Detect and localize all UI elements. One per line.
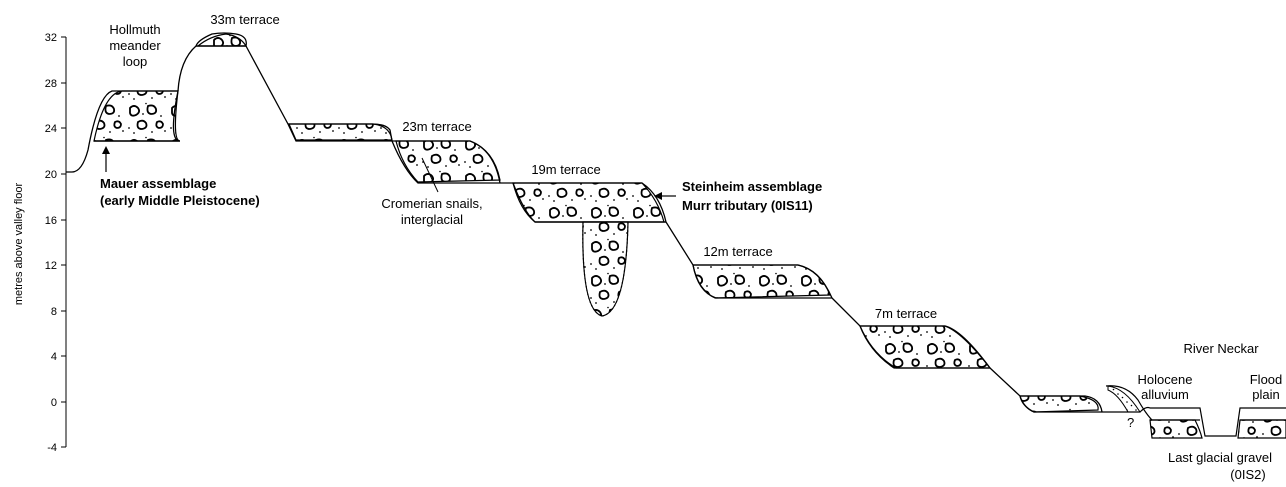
y-tick-label: 28	[45, 78, 57, 90]
steinheim-assemblage-label: Steinheim assemblage	[682, 179, 822, 194]
y-tick-label: 24	[45, 123, 57, 135]
hollmuth-label-line3: loop	[123, 54, 148, 69]
holocene-alluvium-lens	[1107, 385, 1141, 413]
y-tick-label: -4	[47, 442, 57, 454]
y-tick-label: 20	[45, 169, 57, 181]
last-glacial-gravel-right	[1237, 419, 1286, 439]
mauer-age-label: (early Middle Pleistocene)	[100, 193, 260, 208]
7m-terrace-gravel-body	[859, 325, 992, 369]
flood-plain-label-line1: Flood	[1250, 372, 1283, 387]
labels: Hollmuth meander loop 33m terrace 23m te…	[100, 12, 1282, 482]
33m-terrace-gravel-body	[196, 33, 248, 47]
y-axis-title: metres above valley floor	[13, 183, 25, 306]
y-tick-label: 8	[51, 306, 57, 318]
last-glacial-gravel-left	[1149, 419, 1203, 439]
33m-terrace-label: 33m terrace	[210, 12, 279, 27]
holocene-label-line1: Holocene	[1138, 372, 1193, 387]
lowest-bench-gravel-body	[1019, 395, 1099, 413]
floodplain-profile	[1139, 406, 1286, 437]
last-glacial-label-line2: (0IS2)	[1230, 467, 1265, 482]
7m-terrace-label: 7m terrace	[875, 306, 937, 321]
annotation-arrows	[102, 146, 676, 200]
steinheim-tributary-label: Murr tributary (0IS11)	[682, 198, 813, 213]
y-tick-label: 12	[45, 260, 57, 272]
19m-terrace-label: 19m terrace	[531, 162, 600, 177]
19m-terrace-gravel-body	[512, 182, 665, 223]
y-tick-label: 0	[51, 397, 57, 409]
y-tick-label: 32	[45, 32, 57, 44]
y-axis: 32 28 24 20 16 12 8 4 0 -4 metres above …	[13, 32, 67, 454]
cromerian-label-line2: interglacial	[401, 212, 463, 227]
uncertain-marker: ?	[1127, 415, 1134, 430]
23m-terrace-label: 23m terrace	[402, 119, 471, 134]
hollmuth-gravel-body	[93, 90, 181, 142]
12m-terrace-label: 12m terrace	[703, 244, 772, 259]
last-glacial-label-line1: Last glacial gravel	[1168, 450, 1272, 465]
sediment-bodies	[93, 33, 1286, 439]
y-tick-label: 16	[45, 215, 57, 227]
river-neckar-label: River Neckar	[1183, 341, 1259, 356]
cromerian-label-line1: Cromerian snails,	[381, 196, 482, 211]
upper-bench-gravel-body	[288, 123, 393, 141]
holocene-label-line2: alluvium	[1141, 387, 1189, 402]
hollmuth-label-line1: Hollmuth	[109, 22, 160, 37]
holocene-boundary-line	[1105, 385, 1153, 421]
y-tick-label: 4	[51, 351, 57, 363]
flood-plain-label-line2: plain	[1252, 387, 1279, 402]
hollmuth-label-line2: meander	[109, 38, 161, 53]
valley-ground-profile	[66, 32, 1140, 413]
cromerian-pointer	[421, 157, 439, 193]
mauer-assemblage-label: Mauer assemblage	[100, 176, 216, 191]
terrace-boundaries	[94, 45, 666, 223]
channel-fill-outline	[582, 221, 629, 317]
